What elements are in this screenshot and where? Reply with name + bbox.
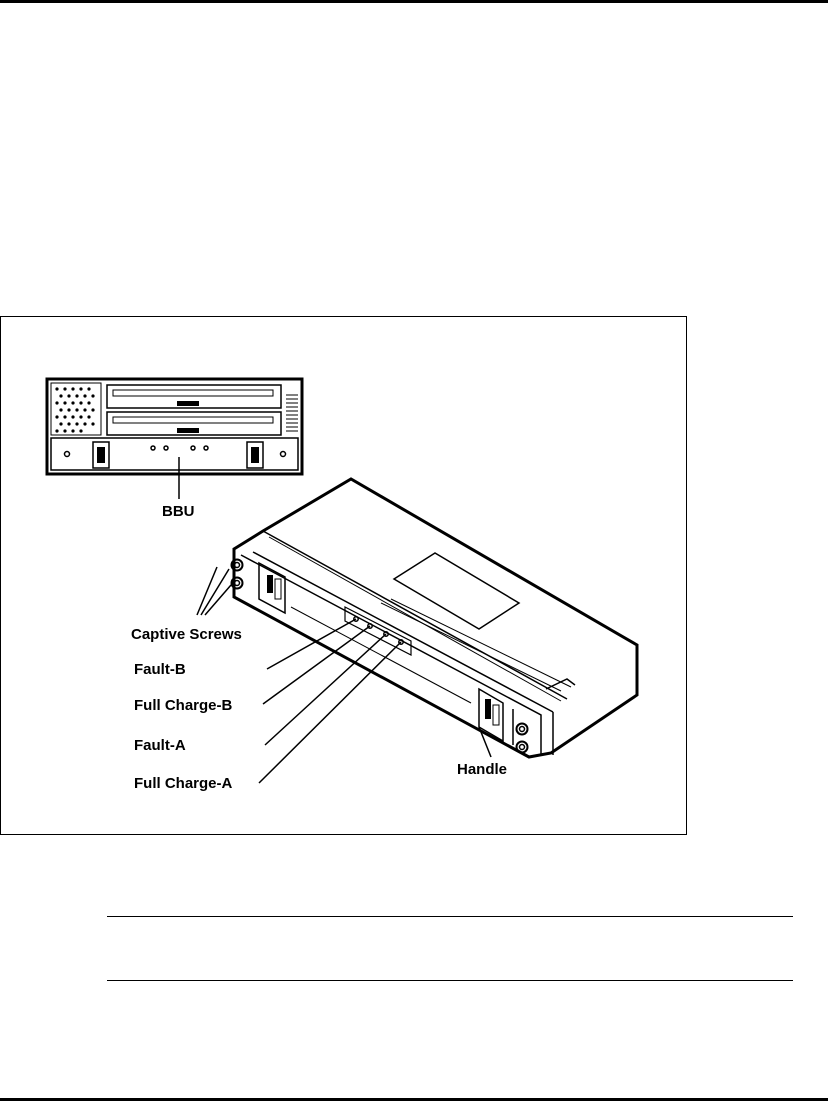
label-full-charge-a: Full Charge-A (134, 775, 233, 792)
enclosure-front-view (45, 377, 304, 499)
note-rule-top (107, 916, 793, 917)
header-rule (0, 0, 828, 3)
leader-lines (196, 566, 492, 784)
note-rule-bottom (107, 980, 793, 981)
footer-rule (0, 1098, 828, 1101)
label-captive-screws: Captive Screws (131, 626, 242, 643)
label-bbu: BBU (162, 503, 195, 520)
bbu-figure: BBU Captive Screws Fault-B Full Charge-B… (0, 316, 687, 835)
label-fault-b: Fault-B (134, 661, 186, 678)
label-full-charge-b: Full Charge-B (134, 697, 233, 714)
label-fault-a: Fault-A (134, 737, 186, 754)
label-handle: Handle (457, 761, 507, 778)
bbu-module (230, 477, 639, 759)
bbu-illustration: BBU Captive Screws Fault-B Full Charge-B… (45, 377, 639, 792)
